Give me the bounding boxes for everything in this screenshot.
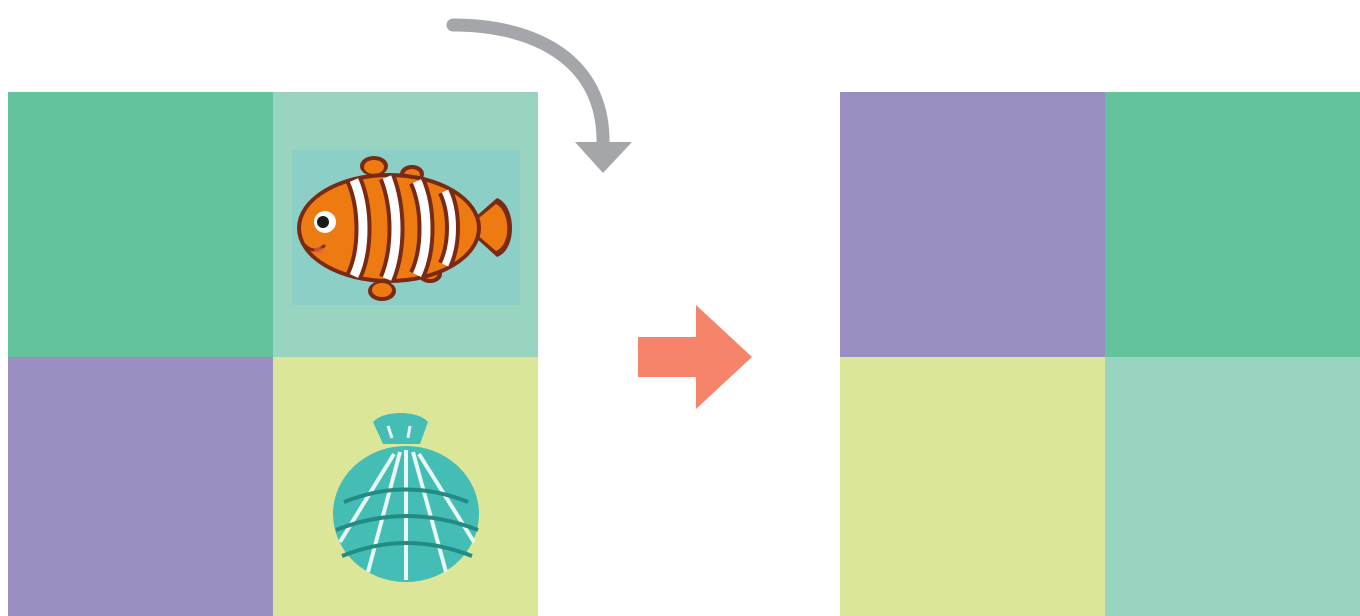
left-cell-bottom-right xyxy=(273,357,538,616)
left-cell-top-right xyxy=(273,92,538,357)
right-cell-bottom-left xyxy=(840,357,1105,616)
right-cell-bottom-right xyxy=(1105,357,1360,616)
left-cell-bottom-left xyxy=(8,357,273,616)
left-grid xyxy=(8,92,538,616)
right-grid xyxy=(840,92,1360,616)
seashell-icon xyxy=(328,402,488,582)
right-cell-top-right xyxy=(1105,92,1360,357)
left-cell-top-left xyxy=(8,92,273,357)
clownfish-icon xyxy=(292,150,520,305)
right-cell-top-left xyxy=(840,92,1105,357)
right-arrow-icon xyxy=(638,305,754,411)
